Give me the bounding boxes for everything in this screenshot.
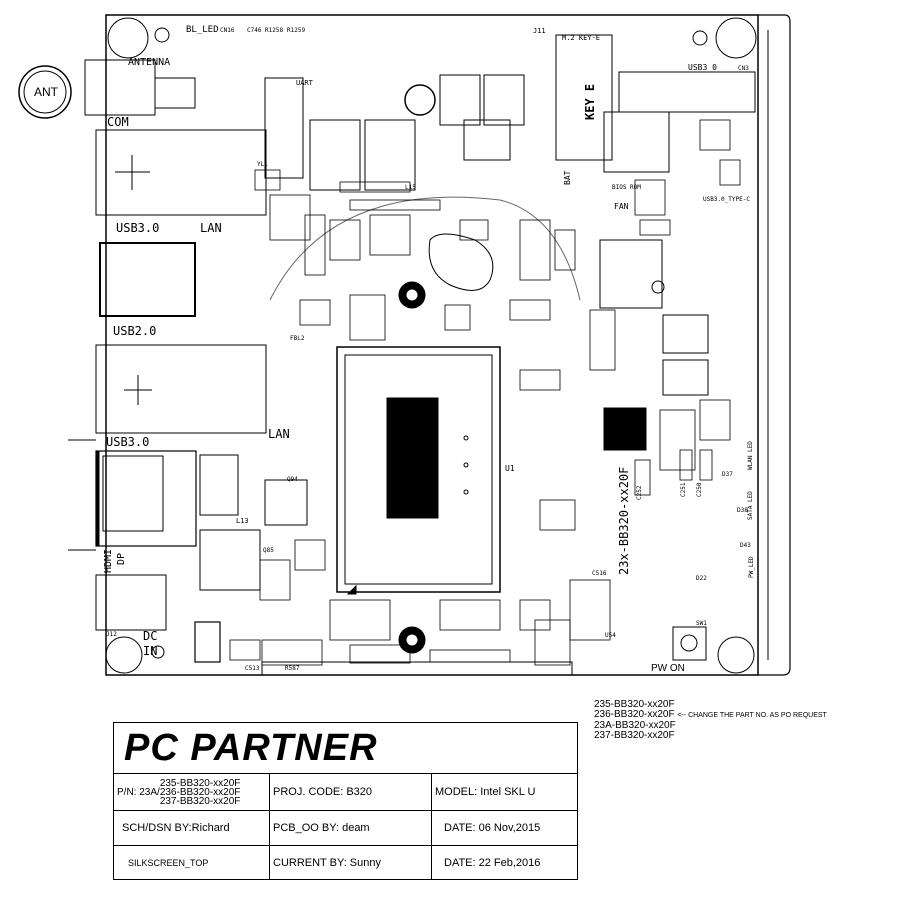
part-note-line: 237-BB320-xx20F bbox=[594, 730, 675, 741]
usb30-top-connector bbox=[618, 71, 756, 113]
cpu-die bbox=[386, 397, 439, 519]
title-row-2: SCH/DSN BY:Richard PCB_OO BY: deam DATE:… bbox=[114, 810, 577, 845]
label-usb30-b: USB3.0 bbox=[106, 435, 150, 449]
label-q94: Q94 bbox=[287, 476, 298, 483]
label-d22: D22 bbox=[696, 575, 707, 582]
part-note-line: 235-BB320-xx20F bbox=[594, 699, 675, 710]
label-antenna: ANTENNA bbox=[128, 57, 171, 68]
company-logo: PC PARTNER bbox=[124, 727, 378, 769]
label-u1: U1 bbox=[505, 464, 515, 473]
label-d37: D37 bbox=[722, 471, 733, 478]
current-date: DATE: 22 Feb,2016 bbox=[431, 846, 577, 879]
pn-list: 235-BB320-xx20F 236-BB320-xx20F 237-BB32… bbox=[159, 777, 241, 807]
mount-hole bbox=[717, 636, 755, 674]
label-ant: ANT bbox=[34, 85, 58, 99]
title-row-3: SILKSCREEN_TOP CURRENT BY: Sunny DATE: 2… bbox=[114, 845, 577, 879]
label-c513: C513 bbox=[245, 665, 260, 672]
silkscreen-top: SILKSCREEN_TOP bbox=[128, 857, 209, 868]
label-yl1: YL1 bbox=[257, 161, 268, 168]
label-j12: J12 bbox=[106, 631, 117, 638]
label-d38: D38 bbox=[737, 507, 748, 514]
pn-line: 236-BB320-xx20F bbox=[159, 786, 241, 798]
fan-controller bbox=[599, 239, 663, 309]
title-block: PC PARTNER P/N: 23A/ 235-BB320-xx20F 236… bbox=[113, 722, 578, 880]
label-d43: D43 bbox=[740, 542, 751, 549]
part-note-comment: <-- CHANGE THE PART NO. AS PO REQUEST bbox=[677, 712, 827, 719]
label-cn16: CN16 bbox=[220, 27, 235, 34]
label-fan: FAN bbox=[614, 202, 629, 211]
pn-line: 237-BB320-xx20F bbox=[159, 795, 241, 807]
part-number-cell: P/N: 23A/ 235-BB320-xx20F 236-BB320-xx20… bbox=[114, 774, 269, 810]
label-wlan-led: WLAN LED bbox=[747, 441, 754, 470]
label-part-vertical: 23x-BB320-xx20F bbox=[617, 466, 631, 575]
label-lan-1: LAN bbox=[200, 221, 222, 235]
pch-chip bbox=[603, 407, 647, 451]
part-note-line: 236-BB320-xx20F <-- CHANGE THE PART NO. … bbox=[594, 709, 827, 720]
label-cn3: CN3 bbox=[738, 65, 749, 72]
label-com: COM bbox=[107, 115, 129, 129]
label-j11: J11 bbox=[533, 27, 546, 35]
label-dp: DP bbox=[116, 552, 127, 565]
m2-key-e-slot bbox=[555, 34, 613, 161]
mount-hole bbox=[105, 636, 143, 674]
label-c250: C250 bbox=[696, 482, 703, 497]
pn-label: P/N: 23A/ bbox=[117, 786, 160, 798]
label-key-e: KEY E bbox=[583, 83, 597, 120]
mount-hole bbox=[715, 17, 757, 59]
label-bios-rom: BIOS ROM bbox=[612, 184, 641, 191]
part-number-note: 235-BB320-xx20F 236-BB320-xx20F <-- CHAN… bbox=[594, 700, 827, 741]
label-c746: C746 bbox=[247, 27, 262, 34]
title-row-1: P/N: 23A/ 235-BB320-xx20F 236-BB320-xx20… bbox=[114, 773, 577, 810]
mount-hole bbox=[107, 17, 149, 59]
label-q85: Q85 bbox=[263, 547, 274, 554]
power-switch bbox=[672, 626, 707, 661]
label-sw1: SW1 bbox=[696, 620, 707, 627]
label-pw-led: PW_LED bbox=[748, 556, 755, 578]
label-r1259: R1259 bbox=[287, 27, 306, 34]
label-fbl2: FBL2 bbox=[290, 335, 305, 342]
label-l13: L13 bbox=[236, 517, 249, 525]
cpu-package bbox=[336, 346, 501, 593]
usb30-lan-connector bbox=[99, 242, 196, 317]
label-usb30-lan: USB3.0 bbox=[116, 221, 160, 235]
pcb-oo-by: PCB_OO BY: deam bbox=[269, 811, 431, 845]
model: MODEL: Intel SKL U bbox=[431, 774, 577, 810]
label-sata-led: SATA LED bbox=[747, 491, 754, 520]
label-pw-on: PW ON bbox=[651, 663, 685, 674]
label-m2: M.2 KEY-E bbox=[562, 34, 600, 42]
label-r587: R587 bbox=[285, 665, 300, 672]
label-lan-2: LAN bbox=[268, 427, 290, 441]
label-hdmi: HDMI bbox=[103, 548, 114, 573]
dc-in-connector bbox=[95, 574, 167, 631]
label-u54: U54 bbox=[605, 632, 616, 639]
usb20-connector bbox=[95, 344, 267, 434]
label-uart: UART bbox=[296, 79, 313, 87]
label-usb20: USB2.0 bbox=[113, 324, 157, 338]
current-by: CURRENT BY: Sunny bbox=[269, 846, 431, 879]
label-c252: C252 bbox=[636, 485, 643, 500]
label-bat: BAT bbox=[563, 170, 572, 185]
label-c251: C251 bbox=[680, 482, 687, 497]
part-note-line: 23A-BB320-xx20F bbox=[594, 720, 676, 731]
antenna-connector bbox=[18, 65, 72, 119]
label-l15: L15 bbox=[405, 184, 416, 191]
pn-line: 235-BB320-xx20F bbox=[159, 777, 241, 789]
heatsink-spring bbox=[428, 233, 494, 291]
com-connector bbox=[95, 129, 267, 216]
label-usb-typec: USB3.0_TYPE-C bbox=[703, 196, 750, 203]
label-in: IN bbox=[143, 644, 158, 658]
right-rail bbox=[758, 14, 791, 676]
sch-dsn-by: SCH/DSN BY:Richard bbox=[122, 822, 230, 834]
label-bl-led: BL_LED bbox=[186, 25, 219, 35]
label-c516: C516 bbox=[592, 570, 607, 577]
label-dc: DC bbox=[143, 629, 158, 643]
hdmi-connector bbox=[95, 450, 197, 547]
proj-code: PROJ. CODE: B320 bbox=[269, 774, 431, 810]
label-usb30-top: USB3 0 bbox=[688, 63, 717, 72]
label-r1258: R1258 bbox=[265, 27, 284, 34]
design-date: DATE: 06 Nov,2015 bbox=[431, 811, 577, 845]
